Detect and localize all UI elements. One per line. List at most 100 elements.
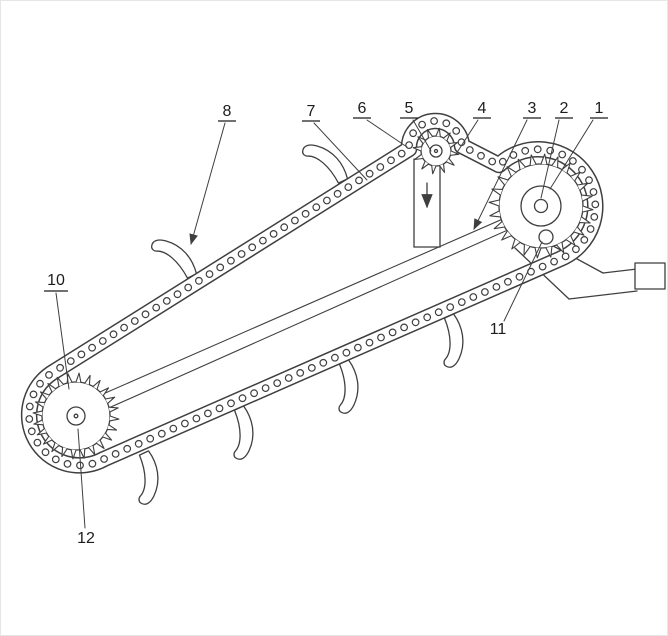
frame-rails (86, 210, 522, 416)
chain-roller (533, 145, 542, 154)
callout-label-7: 7 (307, 103, 316, 120)
chain-roller (27, 427, 36, 436)
chain-roller (41, 448, 50, 457)
chain-roller (469, 293, 478, 301)
chain-roller (227, 399, 235, 408)
chain-roller (280, 223, 289, 232)
chain-roller (377, 333, 385, 342)
chain-roller (25, 415, 34, 423)
chain-roller (66, 357, 75, 366)
callout-label-11: 11 (490, 321, 507, 338)
leader-line-3 (473, 119, 528, 230)
chain-roller (561, 252, 570, 261)
chain-roller (465, 146, 474, 154)
tension-sprocket (412, 127, 460, 175)
chain-roller (312, 203, 321, 212)
chain-roller (269, 229, 278, 238)
callout-label-10: 10 (47, 272, 65, 289)
leader-line-10 (55, 292, 70, 390)
chain-roller (157, 429, 166, 438)
chain-roller (538, 262, 547, 271)
chain-roller (446, 303, 455, 312)
frame-rail-top (86, 210, 522, 402)
leader-line-11 (503, 241, 543, 322)
chain-roller (25, 402, 34, 411)
chain-roller (250, 389, 259, 398)
chain-roller (344, 183, 353, 192)
chain-roller (192, 414, 201, 423)
tension-sprocket-hub (429, 144, 443, 158)
leader-line-1 (549, 119, 594, 190)
chain-roller (169, 424, 178, 433)
chain-roller (492, 283, 501, 291)
chain-roller (301, 209, 310, 218)
chain-roller (580, 235, 589, 244)
chain-roller (558, 150, 567, 159)
chain-roller (331, 353, 339, 362)
chain-roller (388, 328, 397, 337)
chain-roller (409, 129, 418, 138)
tension-sprocket-center (433, 148, 439, 154)
callout-label-5: 5 (405, 100, 414, 117)
chain-roller (354, 343, 362, 352)
callout-label-6: 6 (358, 100, 367, 117)
chain-roller (273, 379, 282, 388)
chain-roller (569, 157, 577, 165)
chain-roller (342, 348, 351, 357)
chain-roller (452, 126, 461, 135)
chain-roller (405, 141, 414, 150)
chain-roller (307, 364, 316, 372)
chain-roller (319, 358, 328, 367)
chain-roller (504, 277, 512, 286)
chain-roller (590, 212, 599, 221)
chain-roller (180, 419, 189, 428)
bracket-base-upper (602, 268, 638, 274)
left-sprocket (32, 372, 120, 460)
chain-roller (515, 272, 524, 281)
chain-roller (63, 460, 72, 468)
callout-labels: 1 2 3 4 5 6 7 8 10 11 12 (47, 100, 603, 547)
chain-roller (56, 363, 64, 372)
chain-roller (173, 290, 182, 299)
right-sprocket-shaft (533, 198, 549, 214)
chain-roller (237, 250, 246, 258)
chain-roller (130, 317, 139, 325)
chain-roller (296, 369, 305, 377)
drawing-layer (25, 117, 666, 529)
chain-roller (205, 270, 214, 279)
leader-line-4 (455, 119, 479, 155)
chain-roller (45, 371, 53, 379)
chain-roller (226, 256, 235, 265)
chain-rollers (25, 117, 600, 470)
chain-roller (184, 283, 193, 292)
chain-roller (434, 308, 443, 317)
chain-roller (36, 379, 44, 388)
chain-roller (397, 149, 406, 158)
chain-roller (400, 323, 409, 332)
chain-roller (521, 146, 530, 155)
bracket-end-block (634, 262, 666, 290)
chain-roller (589, 188, 598, 196)
leader-lines (55, 119, 594, 529)
chain-roller (591, 200, 600, 209)
chain-roller (134, 439, 143, 448)
chain-roller (120, 323, 128, 332)
chain-roller (550, 257, 558, 266)
chain-roller (442, 119, 451, 128)
chain-roller (586, 225, 595, 233)
leader-line-6 (366, 119, 408, 148)
chain-roller (162, 297, 171, 305)
chain-roller (152, 303, 161, 312)
sprocket-teeth (412, 127, 460, 175)
bearing-bolt (538, 229, 554, 245)
chain-roller (333, 189, 342, 198)
chain-roller (238, 394, 247, 403)
chain-roller (111, 450, 120, 458)
chain-roller (100, 455, 108, 463)
chain-roller (387, 156, 395, 165)
chain-roller (430, 117, 439, 125)
leader-line-12 (77, 428, 86, 529)
chain-roller (248, 243, 257, 252)
callout-label-1: 1 (595, 100, 604, 117)
